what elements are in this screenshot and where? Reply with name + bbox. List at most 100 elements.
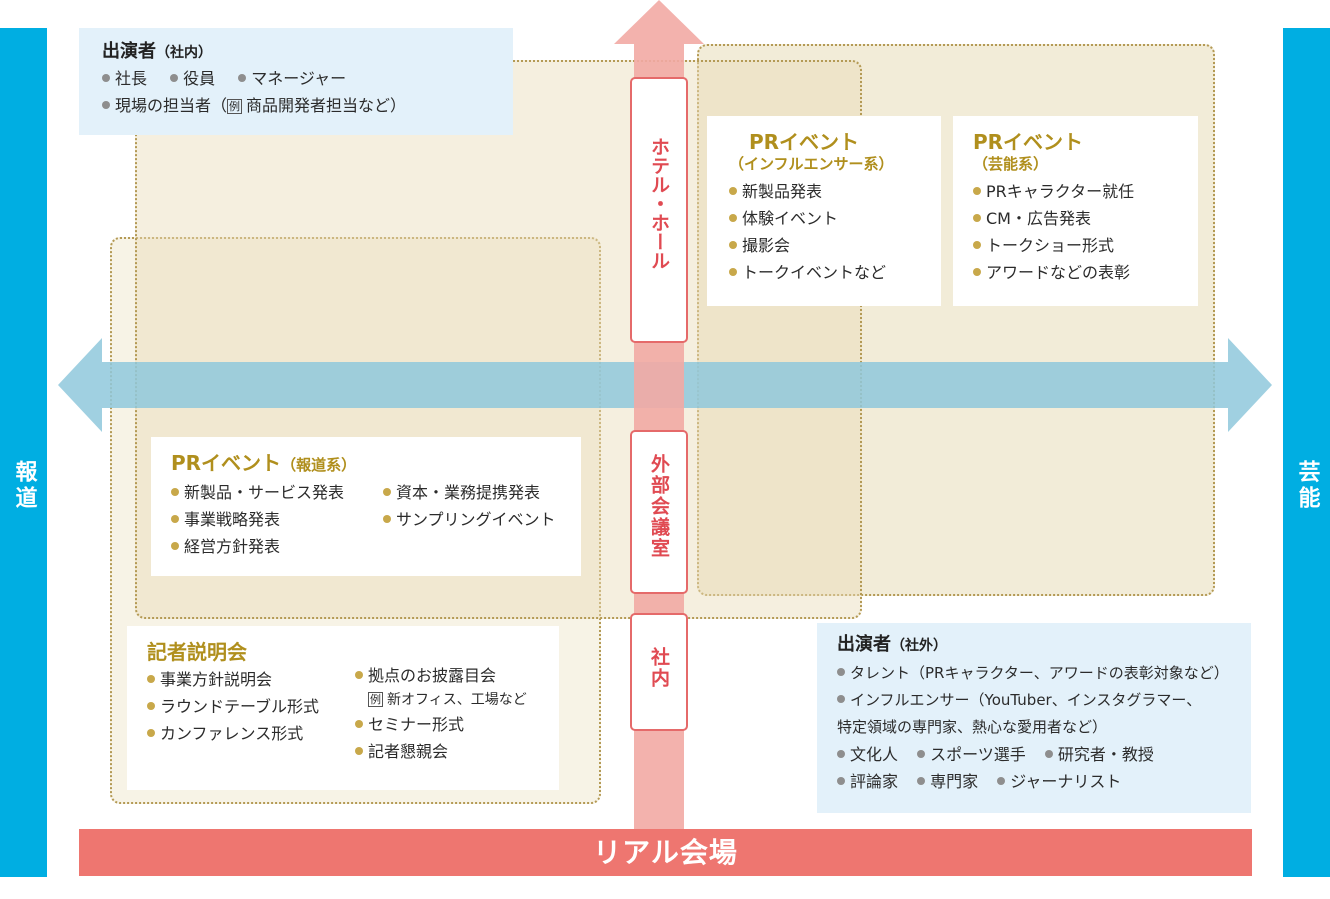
- bullet-icon: [917, 750, 926, 758]
- bullet-icon: [147, 702, 155, 710]
- list-item-text: トークショー形式: [986, 236, 1115, 255]
- list-item: 事業戦略発表: [171, 506, 383, 533]
- pr-news-title-text: PRイベント: [171, 451, 282, 475]
- bullet-icon: [729, 268, 737, 276]
- performers-internal-title-suffix: （社内）: [156, 45, 212, 61]
- performers-external-row4: 文化人 スポーツ選手 研究者・教授: [837, 741, 1251, 768]
- performers-external-box: 出演者（社外） タレント（PRキャラクター、アワードの表彰対象など） インフルエ…: [817, 623, 1251, 813]
- list-item: 社長: [115, 69, 148, 88]
- bullet-icon: [973, 268, 981, 276]
- venue-external-text: 外部会議室: [648, 454, 670, 559]
- press-conference-card: 記者説明会 事業方針説明会 ラウンドテーブル形式 カンファレンス形式 拠点のお披…: [127, 626, 559, 790]
- list-item: 現場の担当者（: [115, 96, 228, 115]
- list-item: 例新オフィス、工場など: [355, 689, 527, 711]
- list-item-text: 新製品発表: [742, 182, 823, 201]
- bullet-icon: [102, 74, 110, 82]
- performers-internal-title: 出演者（社内）: [102, 40, 513, 65]
- example-mark-icon: 例: [227, 99, 243, 114]
- list-item: サンプリングイベント: [383, 506, 556, 533]
- bullet-icon: [917, 777, 926, 785]
- list-item: 新製品発表: [729, 178, 941, 205]
- list-item: マネージャー: [251, 69, 347, 88]
- list-item-text: 研究者・教授: [1057, 745, 1154, 764]
- list-item: セミナー形式: [355, 711, 527, 738]
- bullet-icon: [837, 695, 845, 703]
- list-item-text: トークイベントなど: [742, 263, 887, 282]
- performers-external-title: 出演者（社外）: [837, 633, 1251, 658]
- bullet-icon: [973, 241, 981, 249]
- list-item: CM・広告発表: [973, 205, 1198, 232]
- list-item-text: 拠点のお披露目会: [368, 666, 497, 685]
- bullet-icon: [729, 187, 737, 195]
- venue-internal-text: 社内: [648, 647, 670, 689]
- pr-news-col-right: 資本・業務提携発表 サンプリングイベント: [383, 479, 556, 560]
- bullet-icon: [355, 671, 363, 679]
- list-item-text: 文化人: [850, 745, 899, 764]
- bullet-icon: [355, 720, 363, 728]
- performers-external-row5: 評論家 専門家 ジャーナリスト: [837, 768, 1251, 795]
- left-axis-text: 報道: [11, 460, 37, 512]
- bullet-icon: [837, 750, 845, 758]
- list-item-text: ジャーナリスト: [1010, 772, 1122, 791]
- list-item: 事業方針説明会: [147, 666, 355, 693]
- bullet-icon: [355, 747, 363, 755]
- list-item: 記者懇親会: [355, 738, 527, 765]
- press-conference-col-left: 事業方針説明会 ラウンドテーブル形式 カンファレンス形式: [147, 666, 355, 765]
- bullet-icon: [238, 74, 247, 82]
- list-item-text: 記者懇親会: [368, 742, 449, 761]
- bullet-icon: [729, 214, 737, 222]
- bullet-icon: [729, 241, 737, 249]
- bullet-icon: [1044, 750, 1053, 758]
- bullet-icon: [383, 515, 391, 523]
- pr-news-card: PRイベント（報道系） 新製品・サービス発表 事業戦略発表 経営方針発表 資本・…: [151, 437, 581, 576]
- list-item-text: スポーツ選手: [930, 745, 1026, 764]
- list-item-text: 新オフィス、工場など: [387, 692, 527, 708]
- list-item: 撮影会: [729, 232, 941, 259]
- list-item-text: インフルエンサー（YouTuber、インスタグラマー、: [850, 691, 1202, 709]
- bullet-icon: [973, 214, 981, 222]
- list-item: インフルエンサー（YouTuber、インスタグラマー、: [837, 687, 1251, 714]
- list-item-text: カンファレンス形式: [160, 724, 304, 743]
- list-item-text: 撮影会: [742, 236, 791, 255]
- bottom-axis-bar: リアル会場: [79, 829, 1252, 876]
- bullet-icon: [147, 675, 155, 683]
- right-axis-bar: 芸能: [1283, 28, 1330, 877]
- pr-news-columns: 新製品・サービス発表 事業戦略発表 経営方針発表 資本・業務提携発表 サンプリン…: [171, 479, 581, 560]
- list-item-text: 事業方針説明会: [160, 670, 273, 689]
- pr-influencer-card: PRイベント （インフルエンサー系） 新製品発表 体験イベント 撮影会 トークイ…: [707, 116, 941, 306]
- bullet-icon: [102, 101, 110, 109]
- press-conference-columns: 事業方針説明会 ラウンドテーブル形式 カンファレンス形式 拠点のお披露目会 例新…: [147, 666, 559, 765]
- list-item: 特定領域の専門家、熱心な愛用者など）: [837, 714, 1251, 741]
- pr-news-subtitle: （報道系）: [281, 456, 357, 474]
- bullet-icon: [837, 777, 845, 785]
- bullet-icon: [171, 488, 179, 496]
- pr-entertainment-subtitle: （芸能系）: [973, 155, 1049, 173]
- performers-internal-row1: 社長 役員 マネージャー: [102, 65, 513, 92]
- list-item: 拠点のお披露目会: [355, 662, 527, 689]
- pr-entertainment-card: PRイベント （芸能系） PRキャラクター就任 CM・広告発表 トークショー形式…: [953, 116, 1198, 306]
- list-item-text: 体験イベント: [742, 209, 839, 228]
- pr-influencer-title: PRイベント: [749, 130, 860, 154]
- pr-news-col-left: 新製品・サービス発表 事業戦略発表 経営方針発表: [171, 479, 383, 560]
- pr-entertainment-title: PRイベント: [973, 130, 1084, 154]
- venue-internal: 社内: [630, 613, 688, 731]
- performers-internal-row2: 現場の担当者（例商品開発者担当など）: [102, 92, 513, 119]
- list-item: 資本・業務提携発表: [383, 479, 556, 506]
- list-item: トークショー形式: [973, 232, 1198, 259]
- list-item-text: CM・広告発表: [986, 209, 1091, 228]
- list-item-text: タレント（PRキャラクター、アワードの表彰対象など）: [850, 664, 1229, 682]
- list-item: 商品開発者担当など）: [246, 96, 407, 115]
- list-item-text: サンプリングイベント: [396, 510, 556, 529]
- list-item: トークイベントなど: [729, 259, 941, 286]
- list-item: 新製品・サービス発表: [171, 479, 383, 506]
- list-item: 体験イベント: [729, 205, 941, 232]
- list-item-text: 資本・業務提携発表: [396, 483, 541, 502]
- left-axis-label: 報道: [0, 460, 47, 520]
- list-item-text: 特定領域の専門家、熱心な愛用者など）: [837, 718, 1108, 736]
- performers-external-title-text: 出演者: [837, 634, 891, 655]
- list-item-text: 新製品・サービス発表: [184, 483, 345, 502]
- list-item: ラウンドテーブル形式: [147, 693, 355, 720]
- list-item-text: セミナー形式: [368, 715, 465, 734]
- list-item-text: ラウンドテーブル形式: [160, 697, 320, 716]
- list-item: タレント（PRキャラクター、アワードの表彰対象など）: [837, 660, 1251, 687]
